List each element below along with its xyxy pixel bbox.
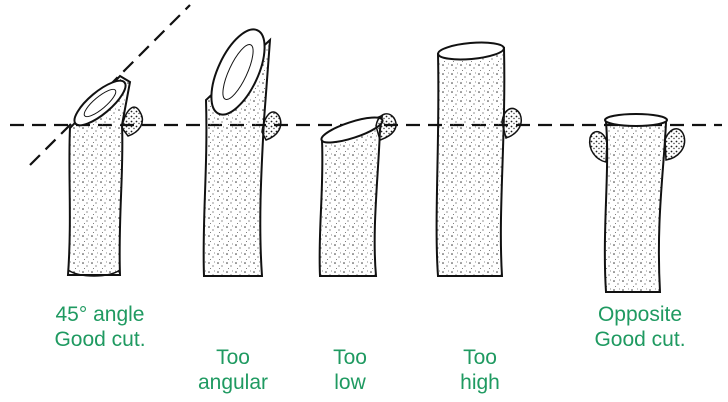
caption-45-degree-good-cut: 45° angle Good cut. xyxy=(25,302,175,352)
stem-too-high xyxy=(437,40,522,276)
bud-icon xyxy=(376,114,396,140)
bud-icon-left xyxy=(590,132,607,162)
stem-too-low xyxy=(319,113,396,276)
caption-too-low: Too low xyxy=(310,345,390,395)
caption-too-angular: Too angular xyxy=(183,345,283,395)
stem-too-angular xyxy=(200,22,280,276)
bud-icon-right xyxy=(665,129,685,160)
bud-icon xyxy=(502,108,521,138)
caption-opposite-good-cut: Opposite Good cut. xyxy=(565,302,715,352)
cut-surface xyxy=(605,114,667,126)
stem-opposite-buds xyxy=(590,114,685,292)
stem-45-degree-cut xyxy=(68,74,142,276)
caption-too-high: Too high xyxy=(440,345,520,395)
